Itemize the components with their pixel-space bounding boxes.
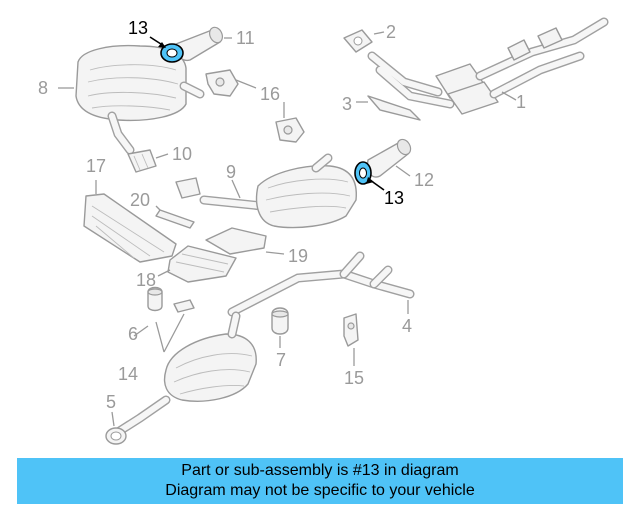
callout-19: 19: [288, 246, 308, 266]
front-pipe-catalyst-part: [367, 17, 609, 115]
callout-4: 4: [402, 316, 412, 336]
centre-muffler-part: [199, 153, 357, 229]
callout-1: 1: [516, 92, 526, 112]
mount-14-part: [155, 299, 195, 353]
rear-muffler-part: [75, 44, 205, 155]
exhaust-diagram: 13 11 8 16 10 9 2 3 1 12 13 17 20 19 18 …: [38, 17, 609, 445]
heat-shield-3-part: [356, 95, 421, 121]
clamp-5-part: [105, 411, 127, 445]
tailpipe-tip-12-part: [366, 138, 412, 178]
heat-shield-18-part: [157, 245, 237, 283]
callout-13-lower: 13: [384, 188, 404, 208]
bracket-16-part: [205, 69, 305, 143]
callout-18: 18: [136, 270, 156, 290]
part-info-banner: Part or sub-assembly is #13 in diagram D…: [17, 458, 623, 504]
callout-17: 17: [86, 156, 106, 176]
banner-line-1: Part or sub-assembly is #13 in diagram: [181, 462, 459, 479]
clamp-13-lower: [354, 161, 385, 191]
callout-6: 6: [128, 324, 138, 344]
leader-6: [133, 325, 149, 337]
callout-9: 9: [226, 162, 236, 182]
callout-2: 2: [386, 22, 396, 42]
callout-11: 11: [236, 28, 255, 48]
banner-line-2: Diagram may not be specific to your vehi…: [165, 482, 475, 499]
callout-15: 15: [344, 368, 364, 388]
gasket-2-part: [343, 29, 385, 53]
callout-14: 14: [118, 364, 138, 384]
bracket-15-part: [343, 313, 359, 366]
callout-3: 3: [342, 94, 352, 114]
callout-8: 8: [38, 78, 48, 98]
callout-12: 12: [414, 170, 434, 190]
mount-6-part: [147, 286, 163, 312]
callout-7: 7: [276, 350, 286, 370]
callout-10: 10: [172, 144, 192, 164]
mount-7-part: [271, 307, 289, 348]
heat-shield-19-part: [205, 227, 285, 255]
callout-16: 16: [260, 84, 280, 104]
clamp-13-upper: [149, 36, 184, 63]
heat-shield-20-part: [155, 205, 195, 229]
callout-20: 20: [130, 190, 150, 210]
front-muffler-part: [113, 311, 257, 437]
callout-13-upper: 13: [128, 18, 148, 38]
rear-pipe-4-part: [227, 251, 415, 317]
callout-5: 5: [106, 392, 116, 412]
heat-shield-17-part: [83, 180, 177, 263]
hanger-10-part: [127, 149, 201, 199]
